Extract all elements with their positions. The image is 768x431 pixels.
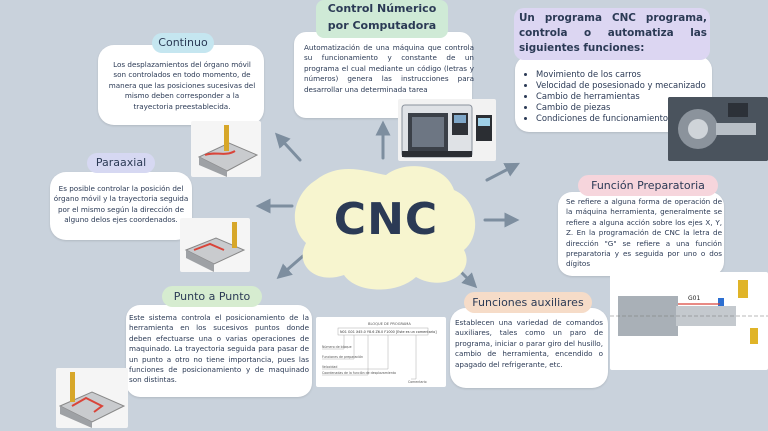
main-title-tag: Control Númerico por Computadora [316, 0, 448, 38]
paraaxial-image [180, 218, 250, 272]
punto-card [126, 305, 312, 397]
preparatoria-tag: Función Preparatoria [578, 175, 718, 196]
main-text: Automatización de una máquina que contro… [304, 43, 474, 94]
functions-list-item: Cambio de herramientas [536, 91, 710, 102]
punto-text: Este sistema controla el posicionamiento… [129, 313, 309, 385]
punto-image [56, 368, 128, 428]
block-label: Número de bloque [322, 345, 352, 349]
functions-list: Movimiento de los carrosVelocidad de pos… [522, 69, 710, 124]
punto-tag: Punto a Punto [162, 286, 262, 307]
cnc-blob [294, 166, 476, 290]
functions-list-item: Movimiento de los carros [536, 69, 710, 80]
arrow-to-punto [276, 254, 305, 279]
block-label: Comentario [408, 380, 427, 384]
lathe-image [668, 97, 768, 161]
block-label: Velocidad [322, 365, 337, 369]
turning-label: G01 [688, 295, 700, 302]
block-codes: N01 G01 X45.0 Y8.6 Z6.0 F1000 [Este es u… [340, 330, 437, 334]
auxiliares-tag: Funciones auxiliares [464, 292, 592, 313]
paraaxial-tag: Paraaxial [87, 153, 155, 173]
preparatoria-card [558, 192, 724, 276]
functions-list-item: Cambio de piezas [536, 102, 710, 113]
block-program-diagram: BLOQUE DE PROGRAMA N01 G01 X45.0 Y8.6 Z6… [316, 317, 446, 387]
block-label: Funciones de preparación [322, 355, 363, 359]
auxiliares-text: Establecen una variedad de comandos auxi… [455, 318, 603, 369]
functions-title-tag [514, 8, 710, 60]
functions-title: Un programa CNC programa, controla o aut… [519, 12, 707, 54]
block-label: Coordenadas de la función de desplazamie… [322, 371, 396, 375]
continuo-tag: Continuo [152, 33, 214, 53]
continuo-card [98, 45, 264, 125]
auxiliares-card [450, 308, 608, 388]
arrow-to-functions [485, 162, 520, 182]
cnc-machine-image [398, 99, 496, 161]
turning-diagram: G01 [610, 272, 768, 370]
main-title-line2: por Computadora [327, 19, 437, 32]
preparatoria-text: Se refiere a alguna forma de operación d… [566, 197, 722, 269]
block-title: BLOQUE DE PROGRAMA [368, 322, 411, 326]
main-title-line1: Control Númerico [327, 2, 437, 15]
paraaxial-card [50, 172, 192, 240]
arrow-to-continuo [274, 132, 302, 162]
functions-list-item: Condiciones de funcionamiento [536, 113, 710, 124]
cnc-center-label: CNC [333, 194, 439, 245]
continuo-text: Los desplazamientos del órgano móvil son… [108, 60, 256, 111]
continuo-image [191, 121, 261, 177]
functions-list-item: Velocidad de posesionado y mecanizado [536, 80, 710, 91]
paraaxial-text: Es posible controlar la posición del órg… [53, 184, 189, 225]
